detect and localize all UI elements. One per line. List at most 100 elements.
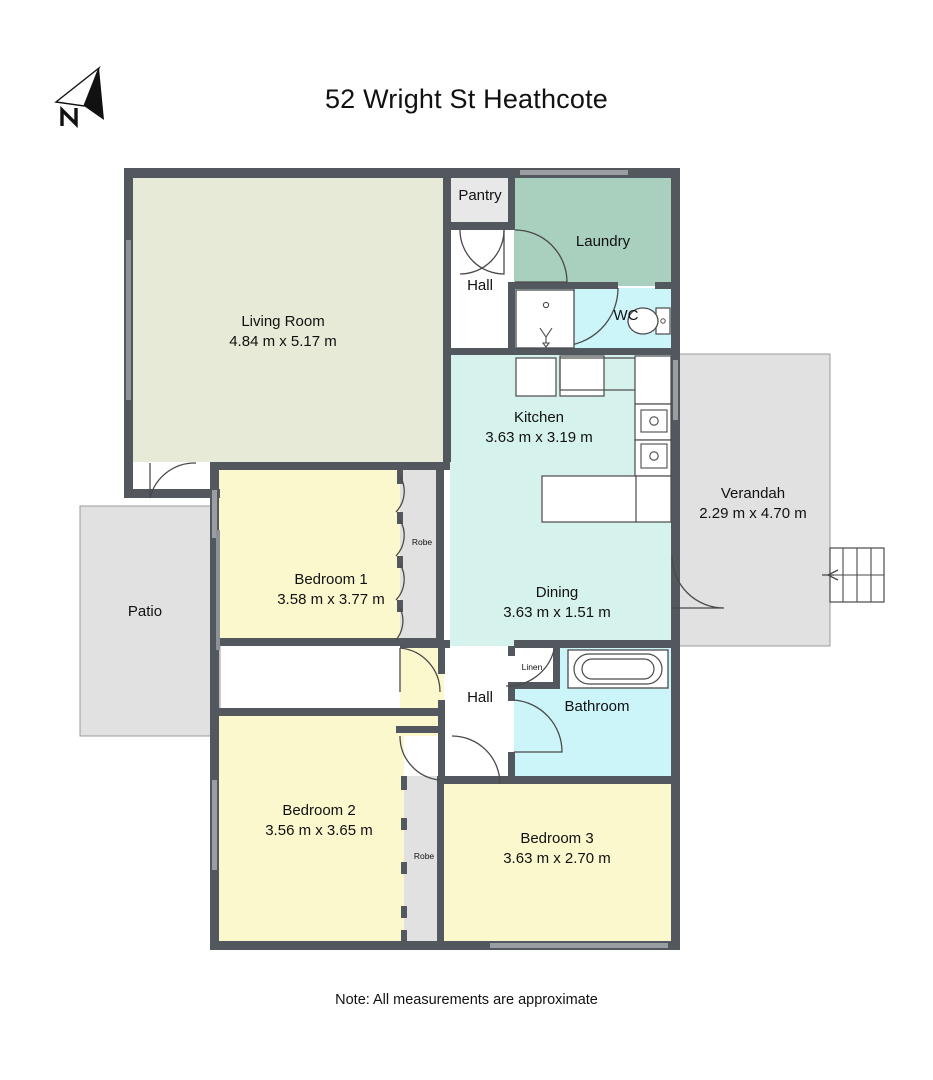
door-laundry <box>514 229 568 283</box>
stairs-icon <box>822 547 885 603</box>
room-label-bedroom-2: Bedroom 2 3.56 m x 3.65 m <box>219 801 419 842</box>
outdoor-areas <box>79 353 831 737</box>
room-label-laundry: Laundry <box>543 232 663 252</box>
patio-area <box>79 505 221 737</box>
door-pantry <box>459 229 505 275</box>
door-bedroom3 <box>451 735 501 785</box>
door-robe1-d <box>395 607 404 641</box>
hall-lower-area <box>444 646 514 782</box>
shower-drain-icon <box>542 301 550 309</box>
wall-robe2-right <box>437 776 444 942</box>
door-bedroom2 <box>399 735 441 781</box>
wall-robe1-seg3 <box>397 600 403 612</box>
wall-linen-left <box>508 646 515 656</box>
kitchen-sink-icon <box>515 355 671 397</box>
room-label-hall-lower: Hall <box>440 688 520 708</box>
door-hall-upper <box>459 229 505 275</box>
window-bedroom2-west <box>212 780 217 870</box>
door-living-entry <box>149 462 197 499</box>
wall-robe2-left-a <box>401 776 407 790</box>
wall-hall-east-lower <box>508 282 515 354</box>
door-bathroom <box>513 699 563 753</box>
window-top-laundry <box>520 170 628 175</box>
wall-bath-west-a <box>508 689 515 701</box>
wall-top <box>124 168 680 178</box>
pantry-area <box>450 176 510 226</box>
window-right-kitchen <box>673 360 678 420</box>
room-label-robe-1: Robe <box>402 537 442 548</box>
wall-living-east <box>443 176 451 462</box>
door-robe1-b <box>395 519 405 557</box>
wall-bedroom1-bottom <box>210 638 444 646</box>
wall-linen-bottom <box>508 682 560 689</box>
wall-dining-bottom-left <box>400 640 450 648</box>
wall-hall-bottom <box>443 348 513 355</box>
linen-area-2 <box>514 646 556 688</box>
room-name: Pantry <box>458 187 502 204</box>
room-name: Linen <box>521 662 543 672</box>
room-dimensions: 4.84 m x 5.17 m <box>229 333 337 351</box>
wall-robe1-right <box>436 466 444 646</box>
room-name: Robe <box>413 851 435 861</box>
door-linen <box>505 649 555 687</box>
room-name: Living Room <box>241 313 325 330</box>
window-patio-east <box>216 530 220 650</box>
wall-robe1-seg1 <box>397 512 403 524</box>
room-label-hall-upper: Hall <box>430 276 530 296</box>
room-label-verandah: Verandah 2.29 m x 4.70 m <box>653 484 853 525</box>
room-label-patio: Patio <box>95 602 195 622</box>
window-living-west <box>126 240 131 400</box>
room-fills <box>132 176 671 942</box>
wall-bath-west-b <box>508 752 515 782</box>
door-robe1-c <box>395 563 405 601</box>
room-label-bedroom-3: Bedroom 3 3.63 m x 2.70 m <box>457 829 657 870</box>
room-name: Kitchen <box>513 409 565 426</box>
wall-bedroom1-top <box>210 462 450 470</box>
room-label-linen: Linen <box>512 662 552 673</box>
door-verandah <box>671 555 725 609</box>
bedroom-3-area <box>444 782 671 942</box>
room-label-dining: Dining 3.63 m x 1.51 m <box>457 583 657 624</box>
wall-pantry-left-stub <box>450 222 460 230</box>
window-bedroom3-south <box>490 943 668 948</box>
windows <box>126 170 678 948</box>
wall-robe1-seg2 <box>397 556 403 568</box>
bedroom-1-area <box>218 466 400 644</box>
room-name: Patio <box>127 603 163 620</box>
door-bedroom1 <box>399 647 441 693</box>
shower-icon <box>515 289 575 349</box>
wall-living-bottom <box>124 489 220 498</box>
room-name: Verandah <box>720 485 786 502</box>
room-label-bathroom: Bathroom <box>537 697 657 717</box>
bench-icon <box>541 475 672 523</box>
wall-pantry-bottom <box>450 222 512 230</box>
room-name: Bedroom 2 <box>282 802 356 819</box>
wall-robe2-left-e <box>401 930 407 942</box>
wall-right-lower <box>671 646 680 950</box>
wall-hall-lower-west-d <box>438 726 445 782</box>
wall-robe2-left-d <box>401 906 407 918</box>
room-dimensions: 3.58 m x 3.77 m <box>277 591 385 609</box>
bedroom-2-area <box>218 714 404 942</box>
page-title: 52 Wright St Heathcote <box>324 84 609 114</box>
room-name: Bedroom 3 <box>520 830 594 847</box>
room-name: Hall <box>467 689 493 706</box>
bathtub-icon <box>567 649 669 689</box>
toilet-icon <box>627 307 671 335</box>
wall-left-bed <box>210 462 219 950</box>
wall-bath-bottom <box>444 776 680 784</box>
wall-linen-right <box>553 646 560 689</box>
room-label-kitchen: Kitchen 3.63 m x 3.19 m <box>439 408 639 449</box>
wall-wc-bottom <box>508 348 680 355</box>
room-label-living-room: Living Room 4.84 m x 5.17 m <box>183 312 383 353</box>
laundry-area <box>514 176 671 286</box>
wall-laundry-bottom <box>508 282 618 289</box>
room-dimensions: 3.63 m x 3.19 m <box>485 429 593 447</box>
robe-1-area <box>400 466 442 644</box>
wall-dining-bottom <box>514 640 680 648</box>
wall-hall-east-upper <box>508 176 515 230</box>
room-name: Robe <box>411 537 433 547</box>
door-robe1-a <box>395 475 405 513</box>
